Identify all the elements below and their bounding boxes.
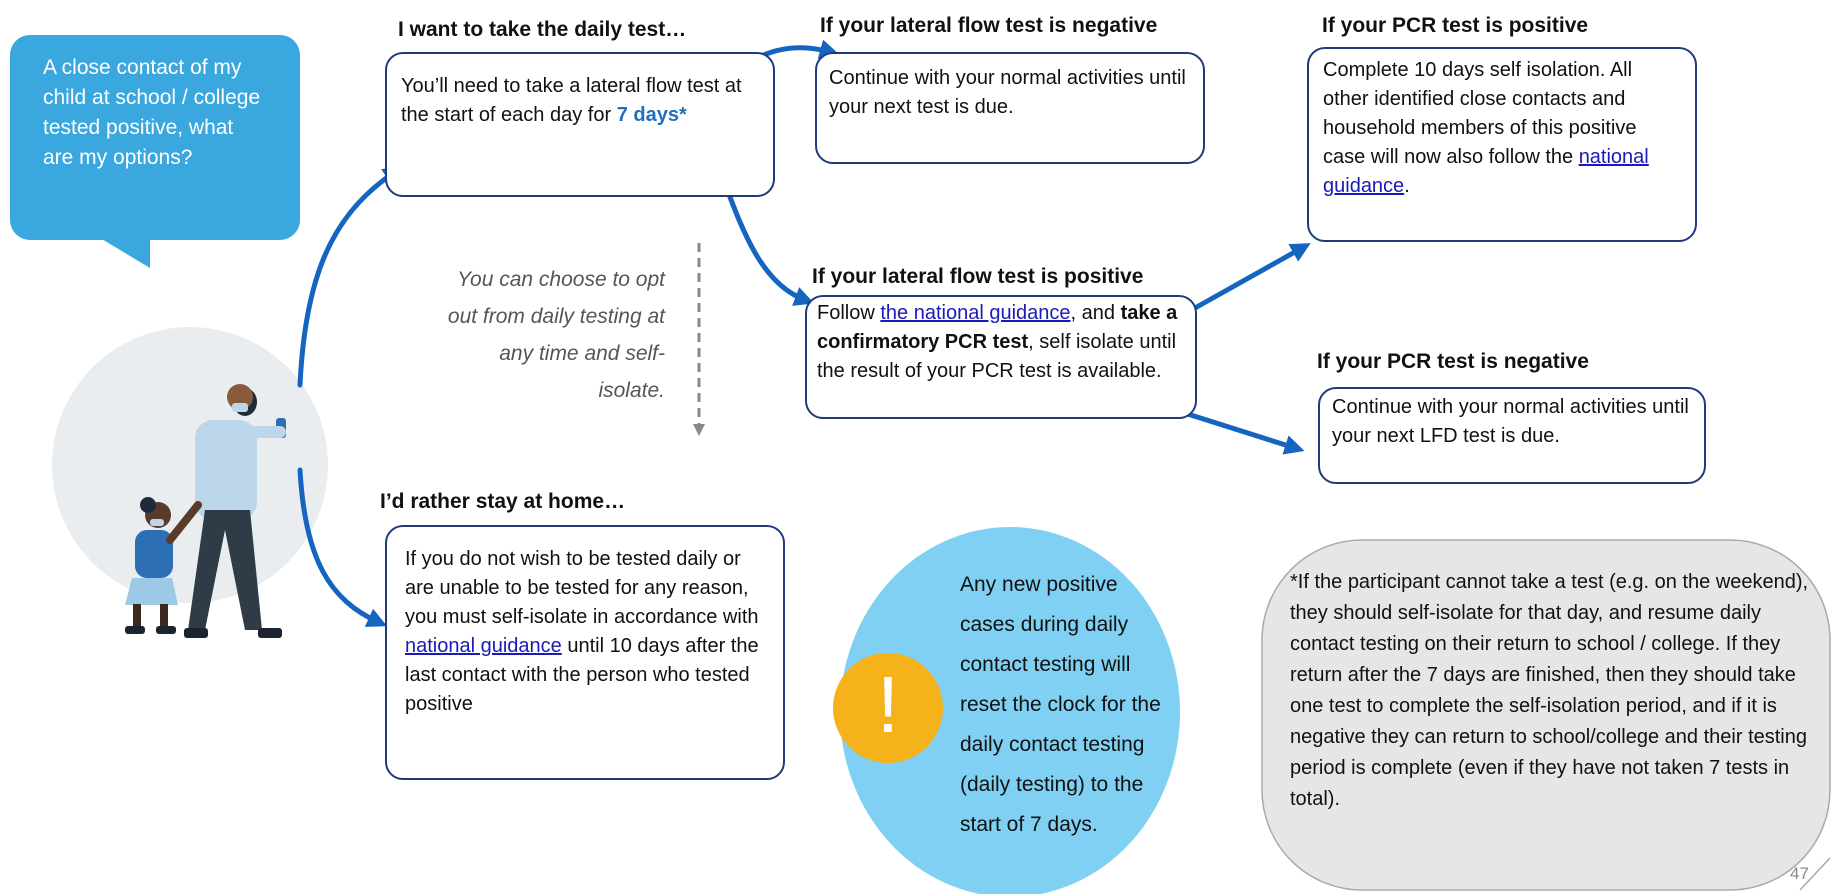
lft-positive-bold: take a confirmatory PCR test [817, 302, 1178, 353]
pcr-positive-text-end: . [1404, 175, 1410, 197]
pcr-positive-text: Complete 10 days self isolation. All oth… [1323, 59, 1637, 168]
lft-negative-heading: If your lateral flow test is negative [820, 14, 1158, 37]
lft-positive-box: Follow the national guidance, and take a… [805, 295, 1197, 419]
reset-notice-circle [833, 527, 1180, 894]
lft-positive-text-1: Follow [817, 302, 881, 324]
pcr-positive-box: Complete 10 days self isolation. All oth… [1307, 47, 1697, 242]
footnote-text: *If the participant cannot take a test (… [1290, 571, 1809, 810]
speech-bubble-shape [10, 35, 300, 268]
parent-child-illustration [52, 327, 328, 638]
daily-test-text: You’ll need to take a lateral flow test … [401, 75, 742, 126]
pcr-negative-heading: If your PCR test is negative [1317, 350, 1589, 373]
speech-bubble-text: A close contact of my child at school / … [43, 56, 261, 169]
national-guidance-link-3[interactable]: national guidance [405, 635, 562, 657]
stay-home-text-2: until 10 days after the last contact wit… [405, 635, 759, 715]
page-number: 47 [1790, 864, 1809, 883]
daily-test-box: You’ll need to take a lateral flow test … [385, 52, 775, 197]
national-guidance-link-2[interactable]: national guidance [1323, 146, 1649, 197]
daily-test-days: 7 days* [616, 104, 687, 126]
lft-positive-text-2: , and [1070, 302, 1121, 324]
daily-test-heading: I want to take the daily test… [398, 18, 687, 41]
warning-icon: ! [876, 660, 900, 749]
pcr-negative-box: Continue with your normal activities unt… [1318, 387, 1706, 484]
lft-negative-text: Continue with your normal activities unt… [829, 67, 1186, 118]
stay-home-text-1: If you do not wish to be tested daily or… [405, 548, 759, 628]
national-guidance-link-1[interactable]: the national guidance [880, 302, 1071, 324]
footnote-shape [1261, 539, 1831, 891]
reset-notice-text: Any new positive cases during daily cont… [960, 573, 1161, 836]
flow-arrows [297, 39, 1311, 627]
lft-negative-box: Continue with your normal activities unt… [815, 52, 1205, 164]
opt-out-note: You can choose to opt out from daily tes… [447, 268, 665, 402]
lft-positive-heading: If your lateral flow test is positive [812, 265, 1144, 288]
stay-home-box: If you do not wish to be tested daily or… [385, 525, 785, 780]
pcr-positive-heading: If your PCR test is positive [1322, 14, 1589, 37]
lft-positive-text-3: , self isolate until the result of your … [817, 331, 1177, 382]
pcr-negative-text: Continue with your normal activities unt… [1332, 396, 1689, 447]
stay-home-heading: I’d rather stay at home… [380, 490, 626, 513]
